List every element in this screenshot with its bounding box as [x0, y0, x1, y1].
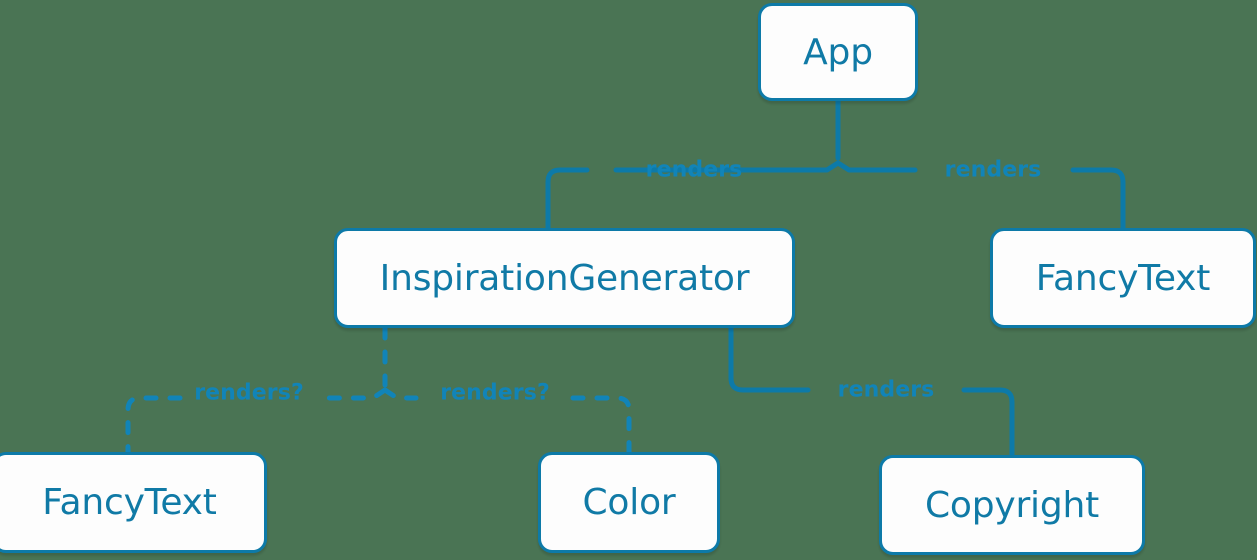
node-copyright[interactable]: Copyright	[879, 455, 1145, 555]
node-fancytext-right[interactable]: FancyText	[990, 228, 1256, 328]
node-fancytext-left[interactable]: FancyText	[0, 452, 267, 553]
edge-label-app-fancytext: renders	[944, 157, 1042, 183]
node-label-fancytext-left: FancyText	[42, 482, 217, 523]
node-label-color: Color	[582, 482, 676, 523]
node-label-app: App	[803, 31, 873, 73]
node-label-inspiration-generator: InspirationGenerator	[379, 257, 750, 299]
edge-inspgen-fancytext	[125, 387, 388, 455]
edge-inspgen-copyright	[728, 325, 1015, 458]
edge-label-app-inspgen: renders	[645, 157, 743, 183]
node-inspiration-generator[interactable]: InspirationGenerator	[334, 228, 795, 328]
node-label-copyright: Copyright	[924, 484, 1100, 526]
node-color[interactable]: Color	[538, 452, 720, 553]
edge-label-inspgen-fancytext: renders?	[194, 380, 304, 406]
edge-app-fancytext	[835, 160, 1126, 231]
node-label-fancytext-right: FancyText	[1035, 257, 1211, 299]
node-app[interactable]: App	[758, 3, 918, 101]
edge-label-inspgen-color: renders?	[440, 380, 550, 406]
edge-label-inspgen-copyright: renders	[837, 377, 935, 403]
edge-app-inspgen	[545, 160, 841, 231]
edge-inspgen-color	[382, 387, 632, 455]
